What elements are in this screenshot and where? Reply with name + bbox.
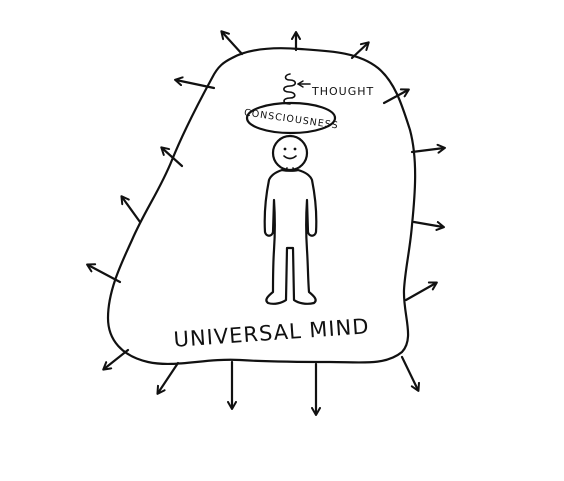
universal-mind-label: UNIVERSAL MIND [173,314,370,352]
universal-mind-boundary [106,47,417,366]
person-smile [283,155,297,160]
arrow-lower-left-2 [156,361,180,395]
person-eye-right [293,147,297,151]
person-body [263,168,318,305]
arrow-lower-right [400,355,420,392]
arrow-left-2 [120,195,142,224]
radiating-arrows [86,30,446,416]
arrow-upper-left [174,76,216,90]
arrow-left-1 [160,146,184,168]
arrow-upper-right [382,88,410,105]
arrow-left-3 [86,263,122,284]
person-neck [285,167,295,171]
thought-spiral [283,73,297,105]
arrow-right-3 [404,281,438,302]
arrow-top-left [220,30,244,56]
arrow-lower-left-1 [102,348,130,371]
person-eye-left [283,147,287,151]
thought-label: THOUGHT [311,85,374,98]
person-head [271,134,309,172]
arrow-right-2 [412,220,445,231]
arrow-top-right [350,41,370,60]
consciousness-ellipse [245,101,337,135]
arrow-right-1 [410,143,446,154]
